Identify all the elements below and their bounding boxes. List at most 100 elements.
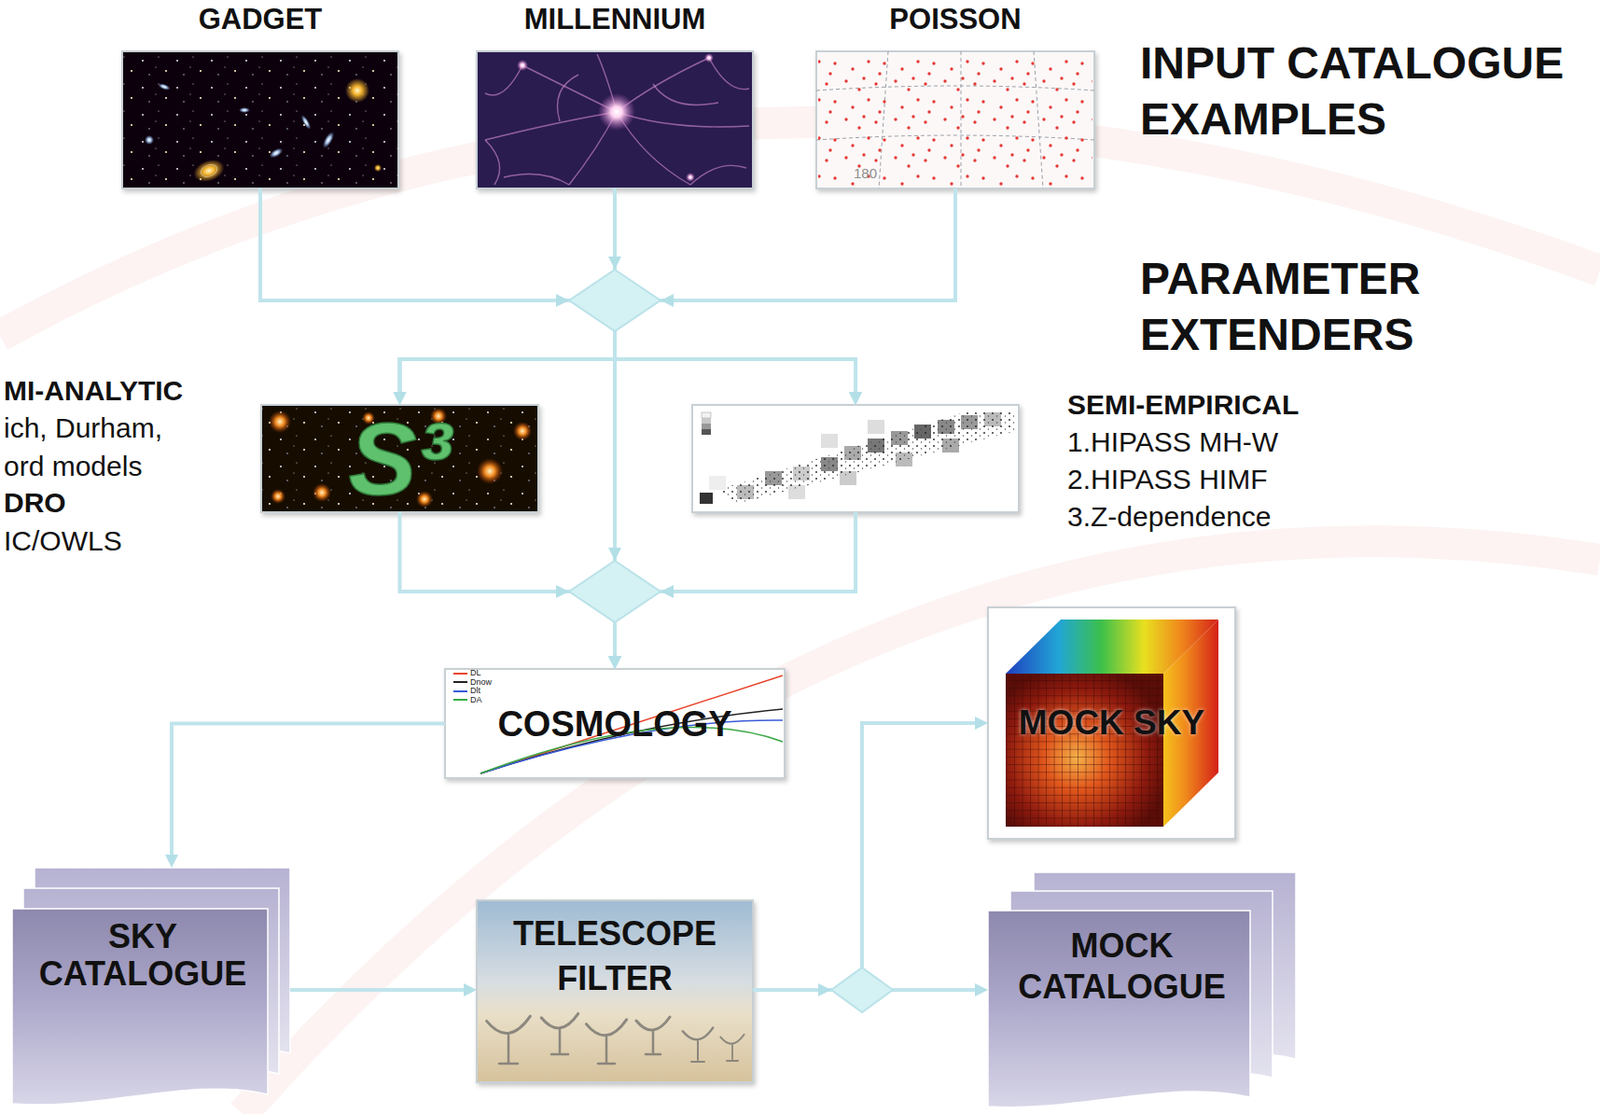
filament	[485, 139, 501, 185]
junction-arrow	[608, 256, 622, 270]
density-cell	[709, 475, 726, 490]
spiral-galaxy	[190, 155, 227, 186]
legend-swatch	[453, 690, 468, 693]
flow-connector	[614, 188, 956, 656]
random-points	[818, 53, 1093, 187]
legend-swatch	[453, 698, 468, 701]
radio-source	[513, 421, 532, 441]
star-field	[122, 51, 399, 189]
input-image: MILLENNIUM	[476, 51, 753, 189]
legend-row: DL	[453, 668, 492, 679]
flow-connector	[614, 188, 856, 392]
node-title: POISSON	[889, 2, 1021, 37]
filament	[557, 74, 580, 122]
node-title: TELESCOPE FILTER	[484, 911, 746, 1002]
cluster-knot	[685, 172, 696, 182]
merge-diamond	[569, 560, 661, 623]
model-note: ord models	[3, 447, 142, 486]
flow-connector	[260, 188, 615, 656]
flow-connector	[400, 188, 957, 392]
extender-image: SEMI-EMPIRICAL1.HIPASS MH-W2.HIPASS HIMF…	[692, 404, 1019, 513]
node-text: 3.Z-dependence	[1067, 498, 1272, 536]
radio-source	[270, 488, 286, 504]
data-points	[718, 410, 1016, 504]
junction-arrow	[818, 983, 832, 997]
poisson-map	[816, 51, 1095, 189]
dish	[541, 1013, 579, 1028]
cube-front	[1005, 673, 1164, 827]
junction-arrow	[608, 547, 622, 561]
node-title: SKY CATALOGUE	[17, 918, 268, 993]
density-cell	[820, 433, 838, 448]
galaxy	[299, 113, 313, 132]
plot-legend: DLDnowDltDA	[453, 668, 492, 705]
model-note: IC/OWLS	[3, 522, 123, 560]
scale-bar	[701, 417, 711, 424]
galaxy	[238, 107, 251, 113]
filament	[485, 111, 617, 140]
input-image: GADGET	[122, 51, 399, 189]
filter-box: TELESCOPE FILTER	[476, 900, 753, 1083]
junction-arrow	[660, 584, 674, 599]
radio-source	[312, 483, 332, 502]
cluster-core	[598, 93, 636, 131]
catalogue-stack: MOCK CATALOGUE	[987, 872, 1296, 1111]
node-title: SEMI-EMPIRICAL	[1067, 386, 1299, 424]
catalogue-stack: SKY CATALOGUE	[12, 867, 291, 1108]
radio-source	[268, 410, 292, 433]
density-cell	[867, 419, 885, 434]
star-field	[261, 404, 539, 513]
junction-arrow	[556, 293, 570, 307]
node-text: 180	[853, 165, 877, 181]
legend-text: Dnow	[470, 678, 492, 688]
dish	[682, 1028, 713, 1041]
filament	[616, 111, 750, 127]
legend-swatch	[453, 672, 468, 675]
dish-mount	[598, 1037, 615, 1064]
pixel-grid	[1005, 673, 1164, 827]
dish-array	[486, 1013, 745, 1064]
density-cell	[699, 492, 713, 504]
flow-connector	[260, 188, 615, 392]
dish-mount	[645, 1031, 661, 1055]
node-title: S³	[348, 407, 452, 511]
node-title: MOCK CATALOGUE	[993, 925, 1251, 1008]
background-arc	[242, 541, 1600, 1114]
cosmology-plot	[445, 668, 785, 779]
galaxy	[320, 129, 337, 150]
filament	[503, 173, 570, 185]
dish-mount	[726, 1044, 738, 1061]
s3-image	[261, 404, 539, 513]
galaxy	[144, 135, 154, 145]
dish	[486, 1015, 531, 1033]
output-cube: MOCK SKY	[987, 607, 1236, 839]
legend-text: DL	[470, 668, 482, 679]
flow-connector	[614, 188, 956, 392]
legend-swatch	[453, 681, 468, 683]
model-note: ich, Durham,	[3, 409, 163, 447]
split-diamond	[831, 967, 893, 1013]
galaxy	[156, 82, 171, 92]
galaxy	[267, 146, 285, 161]
model-note: DRO	[3, 484, 67, 522]
telescope-photo	[476, 900, 753, 1083]
node-title: MOCK SKY	[987, 702, 1236, 744]
filament	[709, 57, 750, 90]
flow-connector	[752, 723, 975, 990]
cosmic-web-image	[476, 51, 753, 189]
junction-arrow	[556, 584, 570, 599]
radio-source	[476, 458, 503, 485]
section-heading: INPUT CATALOGUE EXAMPLES	[1140, 35, 1598, 148]
cluster-knot	[516, 59, 529, 71]
node-title: GADGET	[198, 2, 323, 37]
map-grid	[816, 51, 1095, 189]
junction-arrow	[660, 293, 674, 307]
scale-bar	[701, 423, 711, 430]
legend-row: Dnow	[453, 678, 492, 688]
legend-row: Dlt	[453, 686, 492, 696]
dish	[720, 1034, 744, 1044]
flow-connector	[400, 188, 616, 392]
flow-connector	[290, 987, 464, 992]
galaxy	[374, 164, 382, 172]
